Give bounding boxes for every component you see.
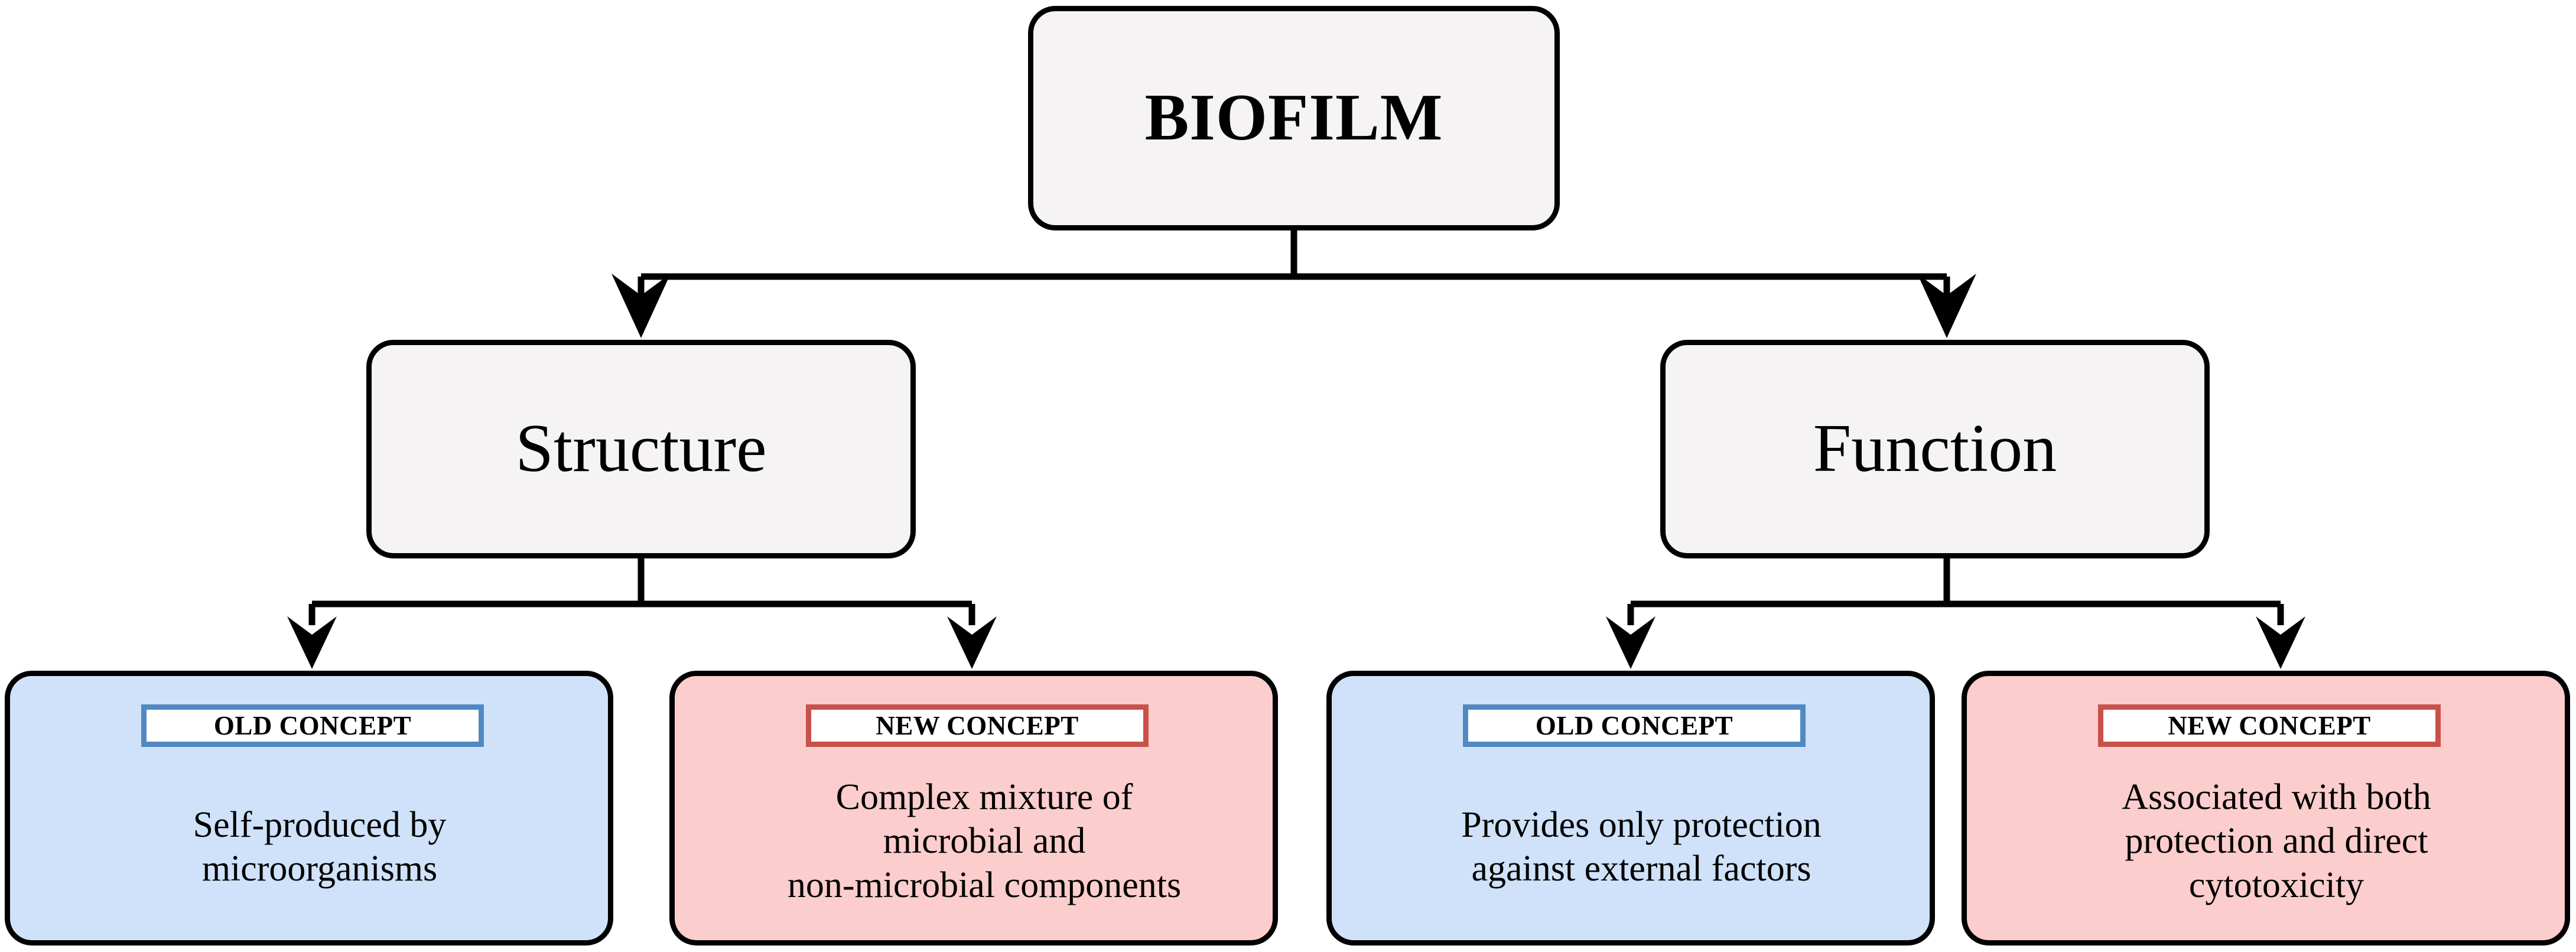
badge-new-concept: NEW CONCEPT: [806, 704, 1149, 747]
arrowhead-to-leaf-3: [1606, 616, 1655, 669]
badge-old-concept: OLD CONCEPT: [1463, 704, 1806, 747]
node-structure[interactable]: Structure: [366, 340, 916, 558]
leaf-function-new-concept[interactable]: NEW CONCEPT Associated with both protect…: [1962, 671, 2570, 945]
arrowhead-to-leaf-1: [287, 616, 337, 669]
badge-new-concept-label: NEW CONCEPT: [876, 710, 1079, 740]
leaf-structure-old-concept[interactable]: OLD CONCEPT Self-produced by microorgani…: [5, 671, 613, 945]
arrowhead-to-leaf-4: [2256, 616, 2305, 669]
badge-old-concept-label: OLD CONCEPT: [213, 710, 412, 740]
arrowhead-to-structure: [612, 274, 671, 338]
leaf-structure-old-concept-text: Self-produced by microorganisms: [193, 805, 447, 889]
leaf-structure-new-concept-text: Complex mixture of microbial and non-mic…: [787, 777, 1182, 905]
arrowhead-to-leaf-2: [947, 616, 997, 669]
node-biofilm[interactable]: BIOFILM: [1028, 6, 1560, 230]
node-biofilm-label: BIOFILM: [1144, 81, 1443, 155]
badge-new-concept: NEW CONCEPT: [2098, 704, 2441, 747]
arrowhead-to-function: [1917, 274, 1976, 338]
node-function-label: Function: [1813, 411, 2057, 487]
badge-old-concept: OLD CONCEPT: [141, 704, 484, 747]
badge-new-concept-label: NEW CONCEPT: [2168, 710, 2371, 740]
node-structure-label: Structure: [515, 411, 767, 487]
leaf-function-new-concept-text: Associated with both protection and dire…: [2122, 777, 2431, 905]
badge-old-concept-label: OLD CONCEPT: [1535, 710, 1733, 740]
leaf-function-old-concept[interactable]: OLD CONCEPT Provides only protection aga…: [1326, 671, 1935, 945]
leaf-structure-new-concept[interactable]: NEW CONCEPT Complex mixture of microbial…: [669, 671, 1278, 945]
leaf-function-old-concept-text: Provides only protection against externa…: [1461, 805, 1822, 889]
node-function[interactable]: Function: [1660, 340, 2210, 558]
